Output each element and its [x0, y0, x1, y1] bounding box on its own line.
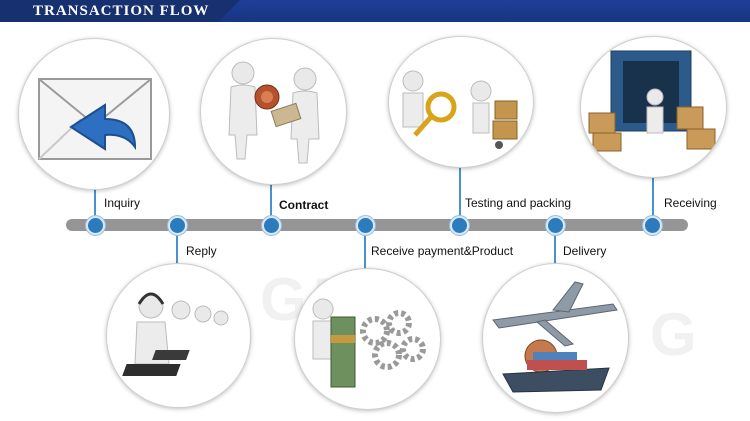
- envelope-icon: [38, 78, 152, 160]
- step-image-payment: [294, 268, 441, 410]
- timeline-bar: [66, 219, 688, 231]
- step-label-receiving: Receiving: [664, 196, 717, 210]
- connector: [652, 178, 654, 222]
- step-image-inquiry: [18, 38, 170, 190]
- step-label-payment: Receive payment&Product: [371, 244, 514, 258]
- step-label-inquiry: Inquiry: [104, 196, 141, 210]
- timeline-node-inquiry: [86, 216, 105, 235]
- timeline-node-receiving: [643, 216, 662, 235]
- step-label-delivery: Delivery: [563, 244, 607, 258]
- connector: [176, 228, 178, 264]
- container-boxes-icon: [588, 50, 716, 152]
- timeline-node-delivery: [546, 216, 565, 235]
- connector: [270, 180, 272, 222]
- timeline-node-payment: [356, 216, 375, 235]
- header-tab: [0, 0, 240, 22]
- call-center-icon: [122, 292, 229, 376]
- handshake-stamp-icon: [228, 61, 320, 164]
- step-image-reply: [106, 263, 251, 408]
- connector: [94, 180, 96, 222]
- connector: [364, 228, 366, 270]
- step-image-testing: [388, 36, 534, 168]
- watermark: G: [650, 301, 703, 368]
- timeline-node-reply: [168, 216, 187, 235]
- step-label-reply: Reply: [186, 244, 217, 258]
- step-label-contract: Contract: [279, 198, 329, 212]
- magnifier-boxes-icon: [402, 70, 518, 149]
- money-gears-icon: [312, 298, 426, 388]
- connector: [554, 228, 556, 268]
- header-bar: TRANSACTION FLOW: [0, 0, 750, 22]
- page-title: TRANSACTION FLOW: [33, 3, 210, 19]
- timeline-node-contract: [262, 216, 281, 235]
- step-image-delivery: [482, 263, 629, 413]
- timeline-node-testing: [450, 216, 469, 235]
- step-image-receiving: [580, 36, 727, 178]
- plane-ship-globe-icon: [492, 281, 618, 393]
- connector: [459, 165, 461, 222]
- step-label-testing: Testing and packing: [465, 196, 572, 210]
- step-image-contract: [200, 38, 347, 185]
